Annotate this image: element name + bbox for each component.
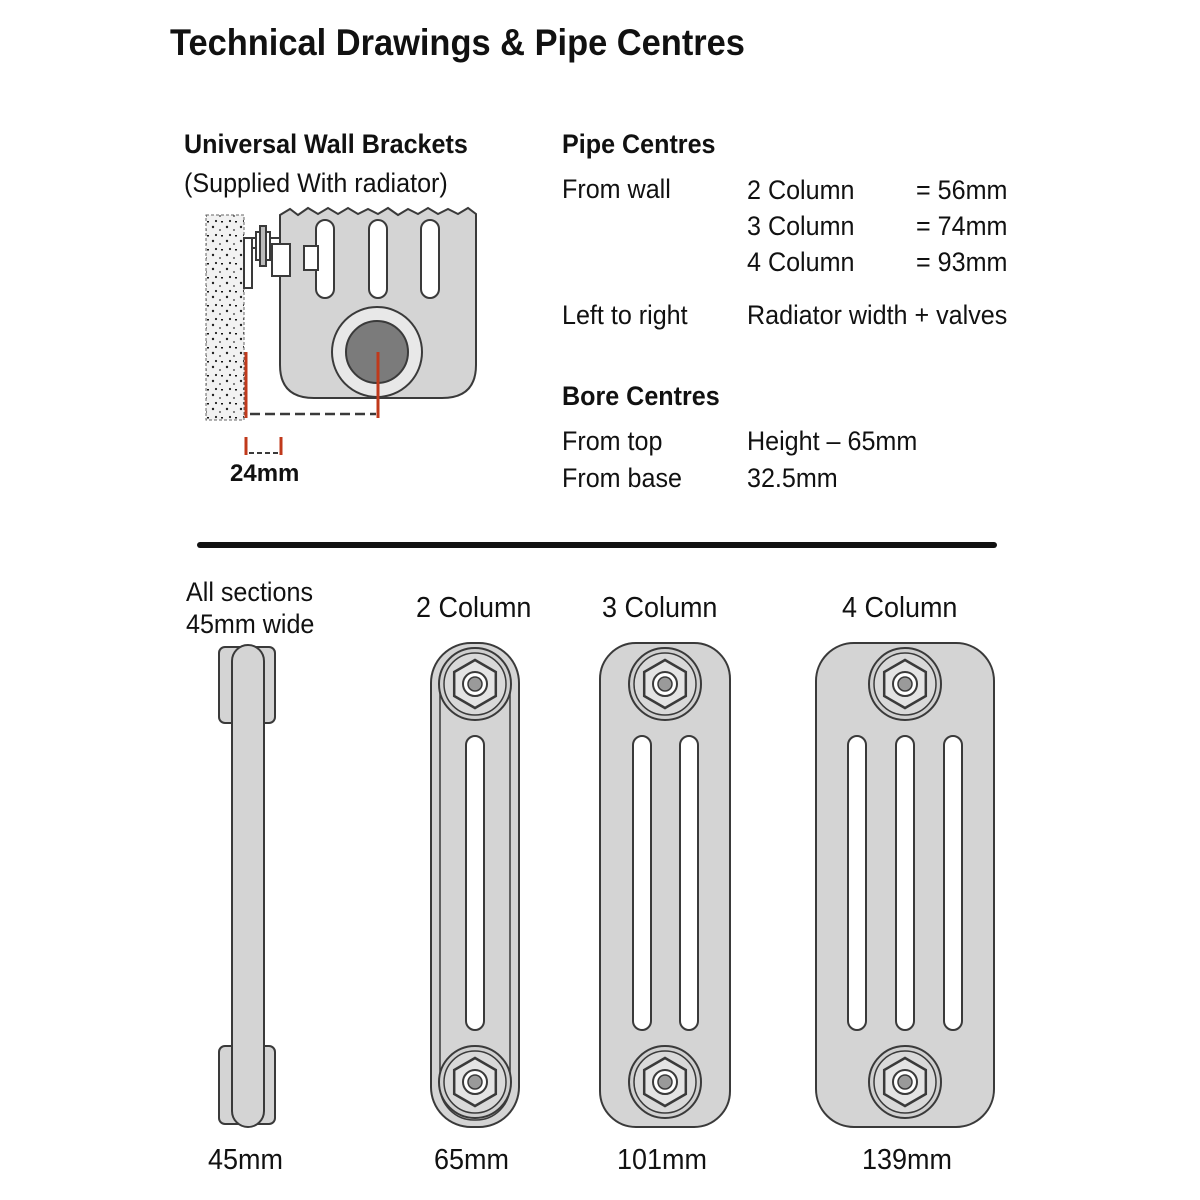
brackets-subheading: (Supplied With radiator) — [184, 168, 448, 198]
from-top-label: From top — [562, 426, 663, 456]
pipe-row-column: 3 Column — [747, 211, 855, 241]
valve-nuts — [438, 647, 942, 1119]
from-base-value: 32.5mm — [747, 463, 838, 493]
radiator-slot — [368, 219, 388, 299]
section-width-45: 45mm — [208, 1144, 283, 1176]
pipe-row-value: = 93mm — [916, 247, 1008, 277]
hex-nut-icon — [438, 647, 512, 721]
left-to-right-label: Left to right — [562, 300, 688, 330]
section-width-101: 101mm — [617, 1144, 707, 1176]
from-wall-label: From wall — [562, 174, 671, 204]
hex-nut-icon — [868, 1045, 942, 1119]
section-width-139: 139mm — [862, 1144, 952, 1176]
section-width-65: 65mm — [434, 1144, 509, 1176]
hex-nut-icon — [628, 1045, 702, 1119]
brackets-heading: Universal Wall Brackets — [184, 129, 468, 159]
section-label-4-column: 4 Column — [842, 592, 958, 624]
from-top-value: Height – 65mm — [747, 426, 918, 456]
wall-bracket — [243, 225, 319, 289]
side-view-section — [218, 644, 276, 1128]
wall-section — [205, 214, 245, 421]
pipe-row-value: = 74mm — [916, 211, 1008, 241]
section-label-2-column: 2 Column — [416, 592, 532, 624]
bracket-gap-label: 24mm — [230, 460, 300, 487]
section-label-3-column: 3 Column — [602, 592, 718, 624]
hex-nut-icon — [868, 647, 942, 721]
hex-nut-icon — [628, 647, 702, 721]
radiator-slot — [420, 219, 440, 299]
pipe-row-column: 4 Column — [747, 247, 855, 277]
bore-centres-heading: Bore Centres — [562, 381, 720, 411]
pipe-row-column: 2 Column — [747, 175, 855, 205]
left-to-right-value: Radiator width + valves — [747, 300, 1008, 330]
pipe-row-value: = 56mm — [916, 175, 1008, 205]
two-column-section — [430, 642, 520, 1128]
sections-note-line2: 45mm wide — [186, 609, 315, 639]
four-column-section — [815, 642, 995, 1128]
hex-nut-icon — [438, 1045, 512, 1119]
pipe-centres-heading: Pipe Centres — [562, 129, 716, 159]
three-column-section — [599, 642, 731, 1128]
sections-note-line1: All sections — [186, 577, 314, 607]
page-title: Technical Drawings & Pipe Centres — [170, 22, 745, 63]
wall-bracket-diagram — [205, 206, 477, 455]
from-base-label: From base — [562, 463, 683, 493]
